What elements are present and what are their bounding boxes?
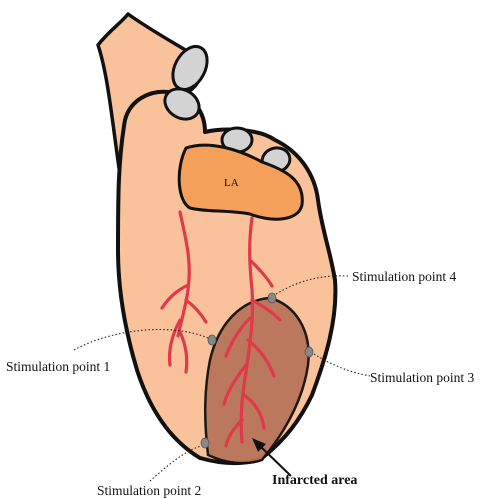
stim-point-4-label: Stimulation point 4 <box>352 269 457 284</box>
stim-point-4-marker <box>268 293 276 303</box>
stim-point-3-label: Stimulation point 3 <box>370 370 475 385</box>
stim-point-2-label: Stimulation point 2 <box>97 483 201 498</box>
stim-point-3-marker <box>305 347 313 357</box>
stim-point-1-marker <box>208 335 216 345</box>
infarct-label: Infarcted area <box>272 473 357 488</box>
stim-point-2-marker <box>201 438 209 448</box>
atrium-label: LA <box>224 177 239 189</box>
stim-point-1-label: Stimulation point 1 <box>6 359 110 374</box>
